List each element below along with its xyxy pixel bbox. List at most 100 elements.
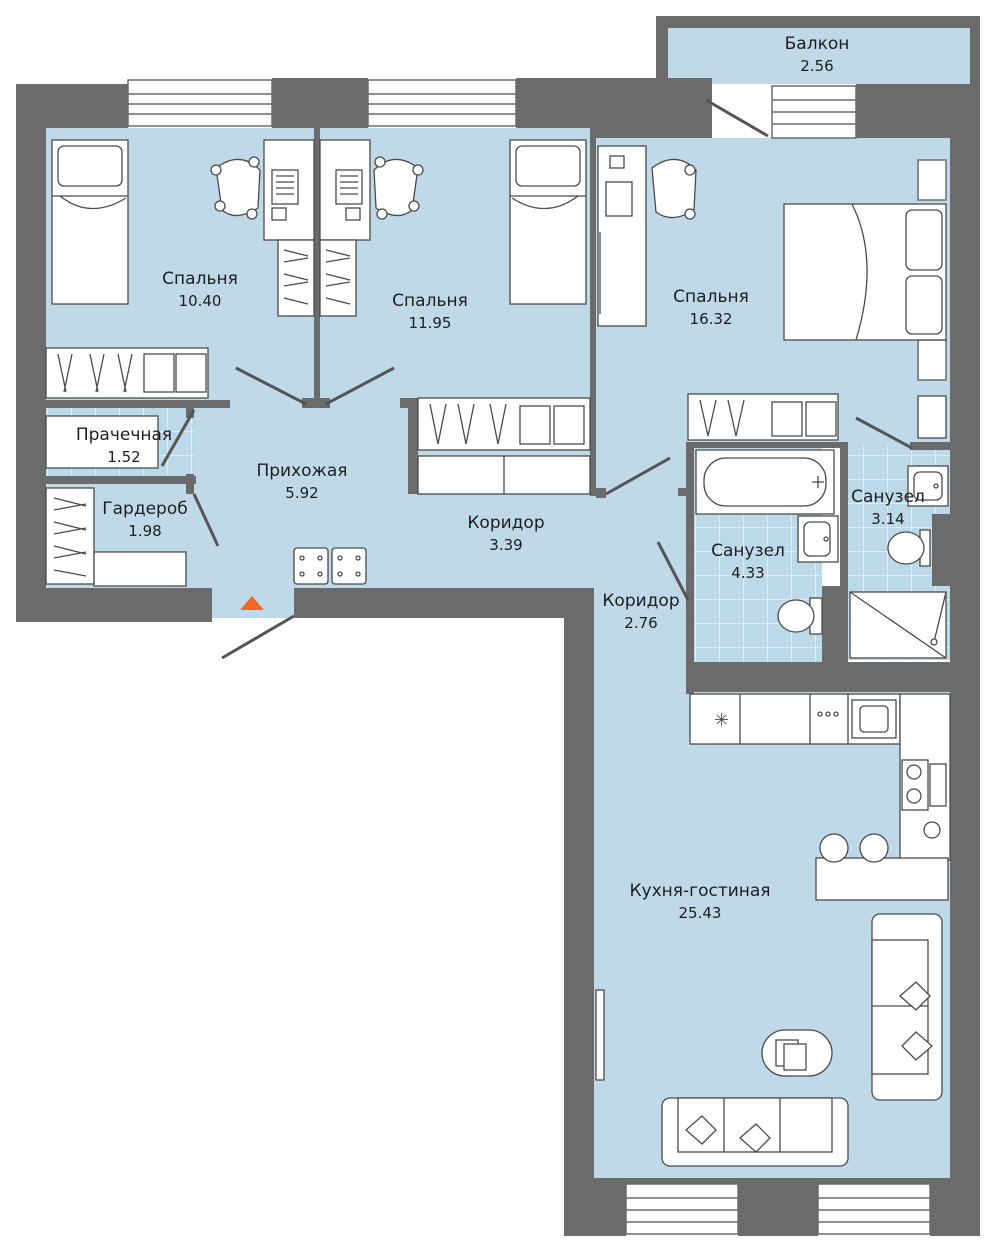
room-area: 3.14 <box>871 510 905 528</box>
stove-icon <box>899 693 951 861</box>
desk-icon <box>319 139 371 241</box>
wardrobe-icon <box>687 393 839 441</box>
wall-bed2-corridor <box>596 488 606 498</box>
entrance-arrow-icon <box>240 596 264 610</box>
room-name: Санузел <box>711 541 785 561</box>
wall-bath1-toilet <box>822 586 840 662</box>
wardrobe-icon <box>45 487 187 587</box>
wall-balcony-left <box>656 16 668 84</box>
room-label-hall: Прихожая 5.92 <box>256 460 347 504</box>
wall-laundry-right <box>186 400 194 418</box>
door-swing-icon <box>705 98 769 138</box>
wall-left <box>16 84 46 622</box>
room-area: 1.98 <box>128 522 162 540</box>
coffee-table-icon <box>761 1029 833 1077</box>
room-area: 16.32 <box>689 310 733 328</box>
desk-icon <box>263 139 315 241</box>
door-swing-icon <box>235 366 307 406</box>
window-side-2 <box>917 339 947 381</box>
kitchen-counter: ✳ <box>689 693 901 745</box>
wall-bed1-bed2 <box>314 128 320 400</box>
room-name: Спальня <box>162 269 238 289</box>
sink-icon <box>797 515 839 563</box>
room-area: 4.33 <box>731 564 765 582</box>
door-swing-icon <box>160 409 196 467</box>
room-label-balcony: Балкон 2.56 <box>785 33 850 77</box>
wall-kitchen-top <box>686 662 950 692</box>
wardrobe-icon <box>917 395 947 439</box>
tv-icon <box>595 989 605 1081</box>
room-area: 10.40 <box>178 292 222 310</box>
door-swing-icon <box>192 493 220 547</box>
wall-angle <box>590 78 712 138</box>
wall-laundry-bottom <box>46 476 196 484</box>
wall-bed2-bed3 <box>590 128 596 496</box>
bed-icon <box>783 203 947 341</box>
windows <box>127 79 947 1235</box>
door-swing-icon <box>656 541 690 601</box>
room-label-kitchen: Кухня-гостиная 25.43 <box>629 880 770 924</box>
window-bed1 <box>127 79 273 127</box>
room-area: 11.95 <box>408 314 452 332</box>
door-swings <box>160 98 913 660</box>
chair-icon <box>651 158 697 220</box>
room-name: Коридор <box>602 591 680 611</box>
wall-bath1-left <box>686 446 694 694</box>
room-area: 2.56 <box>800 57 834 75</box>
wall-wardrobe-right <box>186 474 194 494</box>
wall-laundry-top <box>46 400 230 408</box>
wall-balcony-top <box>656 16 980 28</box>
balcony-floor <box>668 28 970 84</box>
sofa-icon <box>661 1097 849 1167</box>
door-swing-icon <box>325 366 395 406</box>
room-area: 5.92 <box>285 484 319 502</box>
stool-icon <box>819 833 849 863</box>
svg-text:✳: ✳ <box>714 710 729 731</box>
room-name: Балкон <box>784 34 850 54</box>
room-name: Санузел <box>851 487 925 507</box>
wall-bottom-r <box>930 1178 980 1236</box>
wall-hall-stub <box>302 398 330 408</box>
chair-icon <box>373 156 424 220</box>
shower-icon <box>849 591 947 659</box>
toilet-icon <box>887 529 931 567</box>
desk-icon <box>597 145 647 327</box>
sink-icon <box>907 465 949 507</box>
wall-kitchen-left <box>564 588 594 1206</box>
wall-bath1-stub <box>678 488 694 496</box>
chair-icon <box>210 156 261 220</box>
stool-icon <box>859 833 889 863</box>
wardrobe-icon <box>45 347 209 399</box>
furniture: ✳ <box>45 139 951 1167</box>
room-label-wardrobe: Гардероб 1.98 <box>102 498 187 542</box>
room-area: 25.43 <box>678 904 722 922</box>
wall-bath2-right <box>932 514 950 586</box>
room-area: 1.52 <box>107 448 141 466</box>
wall-bath-mid <box>840 442 848 664</box>
wall-bath2-top <box>910 442 950 450</box>
toilet-icon <box>777 597 823 635</box>
window-bed2 <box>367 79 517 127</box>
room-name: Кухня-гостиная <box>629 881 771 901</box>
room-name: Коридор <box>467 513 545 533</box>
room-label-bedroom3: Спальня 16.32 <box>673 286 749 330</box>
door-swing-icon <box>605 456 671 496</box>
room-label-bedroom2: Спальня 11.95 <box>392 290 468 334</box>
door-swing-icon <box>855 416 913 450</box>
wall-top-left <box>16 84 128 128</box>
room-name: Гардероб <box>102 499 188 519</box>
room-name: Прачечная <box>75 425 173 445</box>
door-swing-icon <box>221 614 295 660</box>
wall-top-pier1 <box>272 78 368 128</box>
room-area: 3.39 <box>489 536 523 554</box>
room-area: 2.76 <box>624 614 658 632</box>
wardrobe-icon <box>417 397 591 495</box>
room-name: Прихожая <box>256 461 348 481</box>
wall-bottom-mid <box>294 588 594 618</box>
room-name: Спальня <box>392 291 468 311</box>
sofa-icon <box>871 913 943 1101</box>
wall-right <box>950 84 980 1206</box>
window-kitchen-1 <box>625 1183 739 1235</box>
window-kitchen-2 <box>817 1183 931 1235</box>
